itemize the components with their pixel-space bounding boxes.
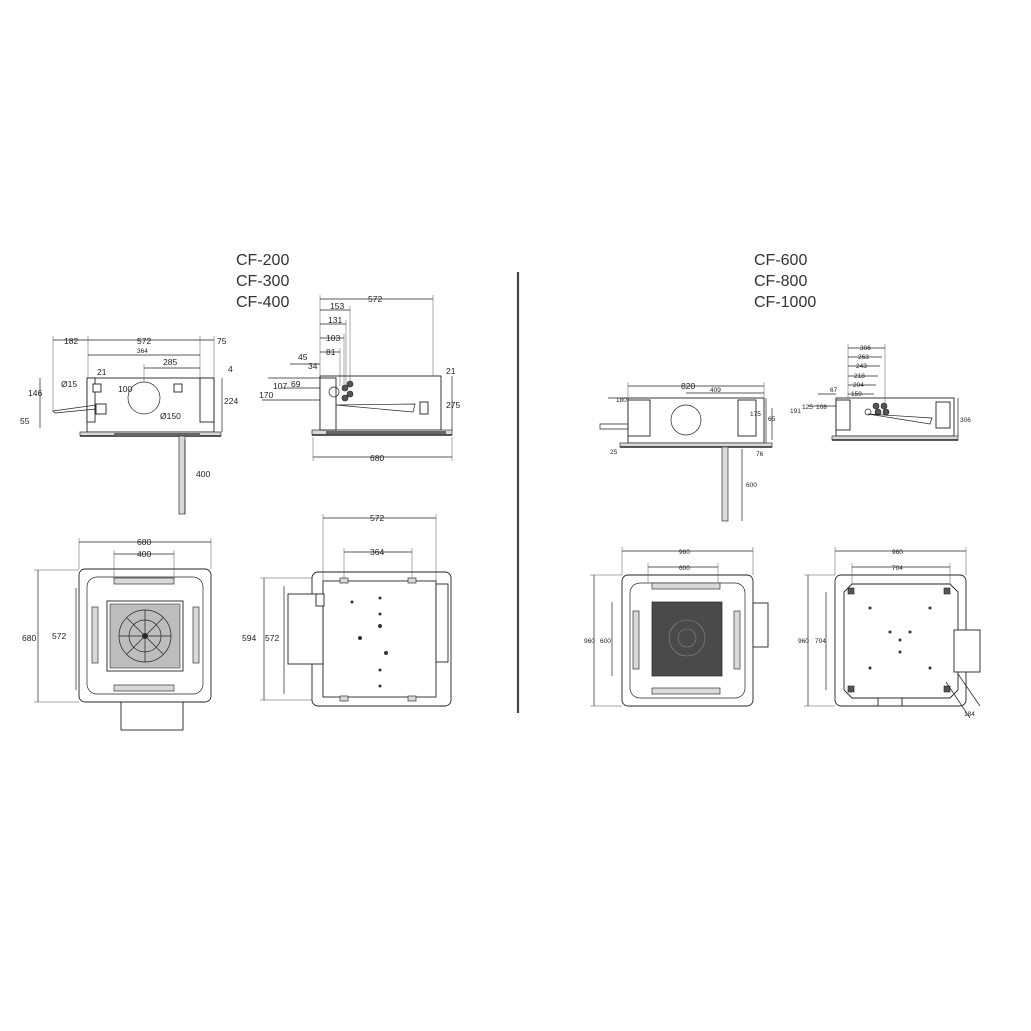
dim-572-h: 572 bbox=[265, 633, 279, 643]
dim-680-h: 680 bbox=[22, 633, 36, 643]
dim-131: 131 bbox=[328, 315, 342, 325]
dim-572: 572 bbox=[368, 294, 382, 304]
left-model-list: CF-200 CF-300 CF-400 bbox=[236, 250, 289, 313]
right-front-view: 960 600 960 600 bbox=[584, 547, 769, 707]
dim-184: 184 bbox=[964, 711, 975, 718]
dim-275: 275 bbox=[446, 400, 460, 410]
dim-306: 306 bbox=[860, 345, 871, 352]
dim-21: 21 bbox=[446, 366, 456, 376]
dim-107: 107 bbox=[273, 381, 287, 391]
dim-364: 364 bbox=[137, 348, 148, 355]
dim-180: 180 bbox=[616, 397, 627, 404]
dim-67: 67 bbox=[830, 387, 838, 394]
dim-204: 204 bbox=[853, 382, 864, 389]
right-model-2: CF-800 bbox=[754, 273, 808, 290]
left-model-2: CF-300 bbox=[236, 273, 290, 290]
dim-820: 820 bbox=[681, 381, 695, 391]
dim-409: 409 bbox=[710, 387, 721, 394]
dim-243: 243 bbox=[856, 363, 867, 370]
dim-159: 159 bbox=[851, 391, 862, 398]
left-model-1: CF-200 bbox=[236, 252, 290, 269]
dim-182: 182 bbox=[64, 336, 78, 346]
dim-81: 81 bbox=[326, 347, 336, 357]
dim-572: 572 bbox=[137, 336, 151, 346]
right-model-1: CF-600 bbox=[754, 252, 808, 269]
right-model-list: CF-600 CF-800 CF-1000 bbox=[754, 250, 816, 313]
dim-960-h: 960 bbox=[584, 638, 595, 645]
dim-306-h: 306 bbox=[960, 417, 971, 424]
dim-146: 146 bbox=[28, 388, 42, 398]
dim-224: 224 bbox=[224, 396, 238, 406]
dim-175: 175 bbox=[750, 411, 761, 418]
dim-572: 572 bbox=[370, 513, 384, 523]
dim-191: 191 bbox=[790, 408, 801, 415]
dim-600-h: 600 bbox=[600, 638, 611, 645]
left-end-view: 572 153 131 103 81 45 34 107 69 170 21 2… bbox=[259, 294, 460, 463]
dim-diam-150: Ø150 bbox=[160, 411, 181, 421]
dim-108: 108 bbox=[816, 404, 827, 411]
right-side-view: 820 409 180 175 65 25 76 600 bbox=[599, 381, 776, 522]
right-top-view: 960 704 960 704 184 bbox=[798, 547, 981, 719]
dim-218: 218 bbox=[854, 373, 865, 380]
right-end-view: 306 263 243 218 204 159 67 191 125 108 3… bbox=[790, 344, 971, 441]
left-model-3: CF-400 bbox=[236, 294, 290, 311]
dim-400: 400 bbox=[196, 469, 210, 479]
dim-69: 69 bbox=[291, 379, 301, 389]
dim-34: 34 bbox=[308, 361, 318, 371]
dim-704-h: 704 bbox=[815, 638, 826, 645]
dim-600: 600 bbox=[679, 565, 690, 572]
dim-45: 45 bbox=[298, 352, 308, 362]
dim-25: 25 bbox=[610, 449, 618, 456]
dim-100: 100 bbox=[118, 384, 132, 394]
dim-285: 285 bbox=[163, 357, 177, 367]
dim-55: 55 bbox=[20, 416, 30, 426]
dim-600: 600 bbox=[746, 482, 757, 489]
dim-103: 103 bbox=[326, 333, 340, 343]
dim-960: 960 bbox=[892, 549, 903, 556]
dim-4: 4 bbox=[228, 364, 233, 374]
left-front-view: 680 400 680 572 bbox=[22, 537, 212, 731]
dim-263: 263 bbox=[858, 354, 869, 361]
dim-65: 65 bbox=[768, 416, 776, 423]
right-model-3: CF-1000 bbox=[754, 294, 817, 311]
dim-170: 170 bbox=[259, 390, 273, 400]
dim-21: 21 bbox=[97, 367, 107, 377]
dim-400: 400 bbox=[137, 549, 151, 559]
dim-960-h: 960 bbox=[798, 638, 809, 645]
dim-diam-15: Ø15 bbox=[61, 379, 77, 389]
left-side-view: 182 572 75 364 285 21 Ø15 100 4 146 224 … bbox=[20, 336, 238, 515]
left-top-view: 572 364 594 572 bbox=[242, 513, 452, 707]
dim-76: 76 bbox=[756, 451, 764, 458]
dim-153: 153 bbox=[330, 301, 344, 311]
dim-125: 125 bbox=[802, 404, 813, 411]
dim-594: 594 bbox=[242, 633, 256, 643]
dim-680: 680 bbox=[137, 537, 151, 547]
dim-960: 960 bbox=[679, 549, 690, 556]
dim-75: 75 bbox=[217, 336, 227, 346]
dim-572: 572 bbox=[52, 631, 66, 641]
dim-704: 704 bbox=[892, 565, 903, 572]
dim-680: 680 bbox=[370, 453, 384, 463]
dim-364: 364 bbox=[370, 547, 384, 557]
